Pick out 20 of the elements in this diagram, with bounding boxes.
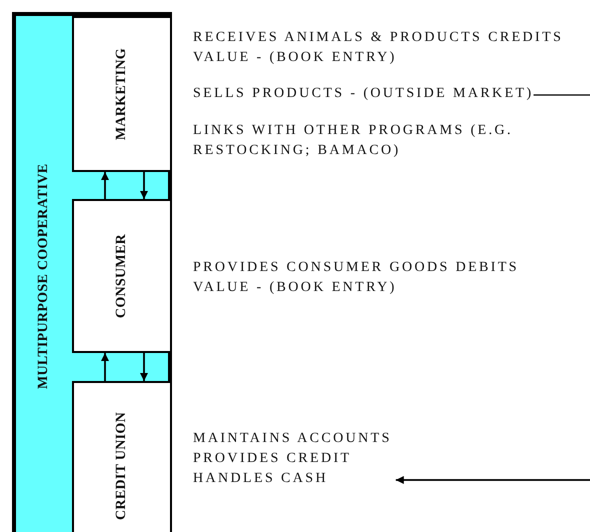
note-text: PROVIDES CONSUMER GOODS DEBITS VALUE - (BOOK ENTRY) (193, 258, 573, 298)
note-text: SELLS PRODUCTS - (OUTSIDE MARKET) (193, 84, 534, 104)
note-text: LINKS WITH OTHER PROGRAMS (E.G. RESTOCKING; BAMACO) (193, 121, 573, 161)
arrow (396, 476, 590, 484)
unit-box (72, 381, 172, 532)
unit-label: MARKETING (114, 48, 130, 140)
unit-box (72, 16, 172, 172)
arrow (101, 172, 109, 199)
unit-label: CREDIT UNION (114, 412, 130, 520)
arrow (140, 353, 148, 381)
cooperative-panel (12, 12, 172, 532)
panel-title: MULTIPURPOSE COOPERATIVE (35, 162, 52, 391)
note-line: HANDLES CASH (193, 470, 329, 488)
note-line: PROVIDES CREDIT (193, 450, 353, 468)
unit-label: CONSUMER (114, 234, 130, 318)
note-text: RECEIVES ANIMALS & PRODUCTS CREDITS VALUE - (BOOK ENTRY) (193, 28, 583, 68)
unit-box (72, 199, 172, 353)
arrow (140, 172, 148, 199)
arrow (101, 353, 109, 381)
note-line: MAINTAINS ACCOUNTS (193, 430, 392, 448)
